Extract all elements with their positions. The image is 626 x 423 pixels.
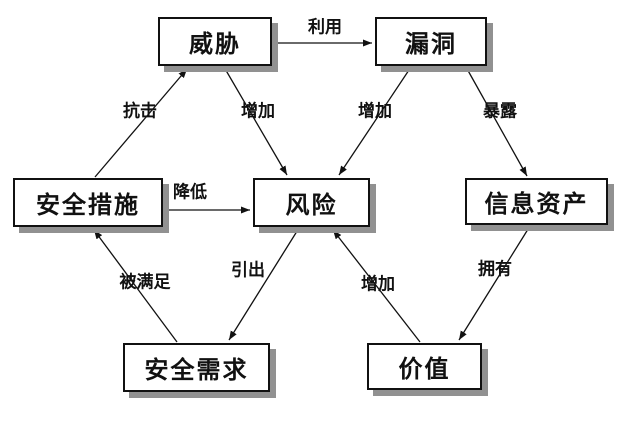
node-security-requirements: 安全需求 — [123, 343, 270, 392]
edge-label-utilize: 利用 — [308, 17, 342, 38]
edge-threat-to-risk-arrow — [223, 66, 288, 176]
node-value: 价值 — [367, 343, 482, 390]
node-risk: 风险 — [253, 178, 370, 227]
node-vulnerability-label: 漏洞 — [405, 30, 457, 58]
node-value-label: 价值 — [398, 355, 451, 383]
edge-vulnerability-to-information-assets-arrow — [465, 66, 528, 177]
node-threat: 威胁 — [158, 17, 272, 66]
node-risk-label: 风险 — [285, 191, 338, 219]
node-security-measures: 安全措施 — [13, 178, 163, 227]
edge-label-increase-threat: 增加 — [241, 101, 275, 122]
edge-security-measures-to-threat-arrow — [94, 68, 188, 178]
edge-security-requirements-to-security-measures-arrow — [93, 229, 178, 343]
edge-label-expose: 暴露 — [483, 101, 517, 122]
edge-label-derive: 引出 — [231, 260, 265, 281]
node-vulnerability: 漏洞 — [375, 17, 487, 66]
edge-vulnerability-to-risk-arrow — [338, 66, 412, 176]
edge-information-assets-to-value-arrow — [458, 225, 531, 341]
edge-label-own: 拥有 — [478, 259, 512, 280]
edge-label-reduce: 降低 — [173, 182, 207, 203]
node-security-measures-label: 安全措施 — [36, 191, 140, 219]
node-information-assets: 信息资产 — [465, 178, 608, 225]
node-security-requirements-label: 安全需求 — [144, 356, 249, 384]
edge-label-increase-value: 增加 — [361, 274, 395, 295]
edge-value-to-risk-arrow — [332, 229, 421, 343]
node-information-assets-label: 信息资产 — [484, 190, 589, 218]
node-threat-label: 威胁 — [189, 30, 241, 58]
edge-risk-to-security-requirements-arrow — [228, 227, 300, 341]
edge-label-resist: 抗击 — [123, 101, 157, 122]
edge-label-increase-vulnerability: 增加 — [358, 101, 392, 122]
edge-label-be-satisfied: 被满足 — [119, 272, 171, 293]
